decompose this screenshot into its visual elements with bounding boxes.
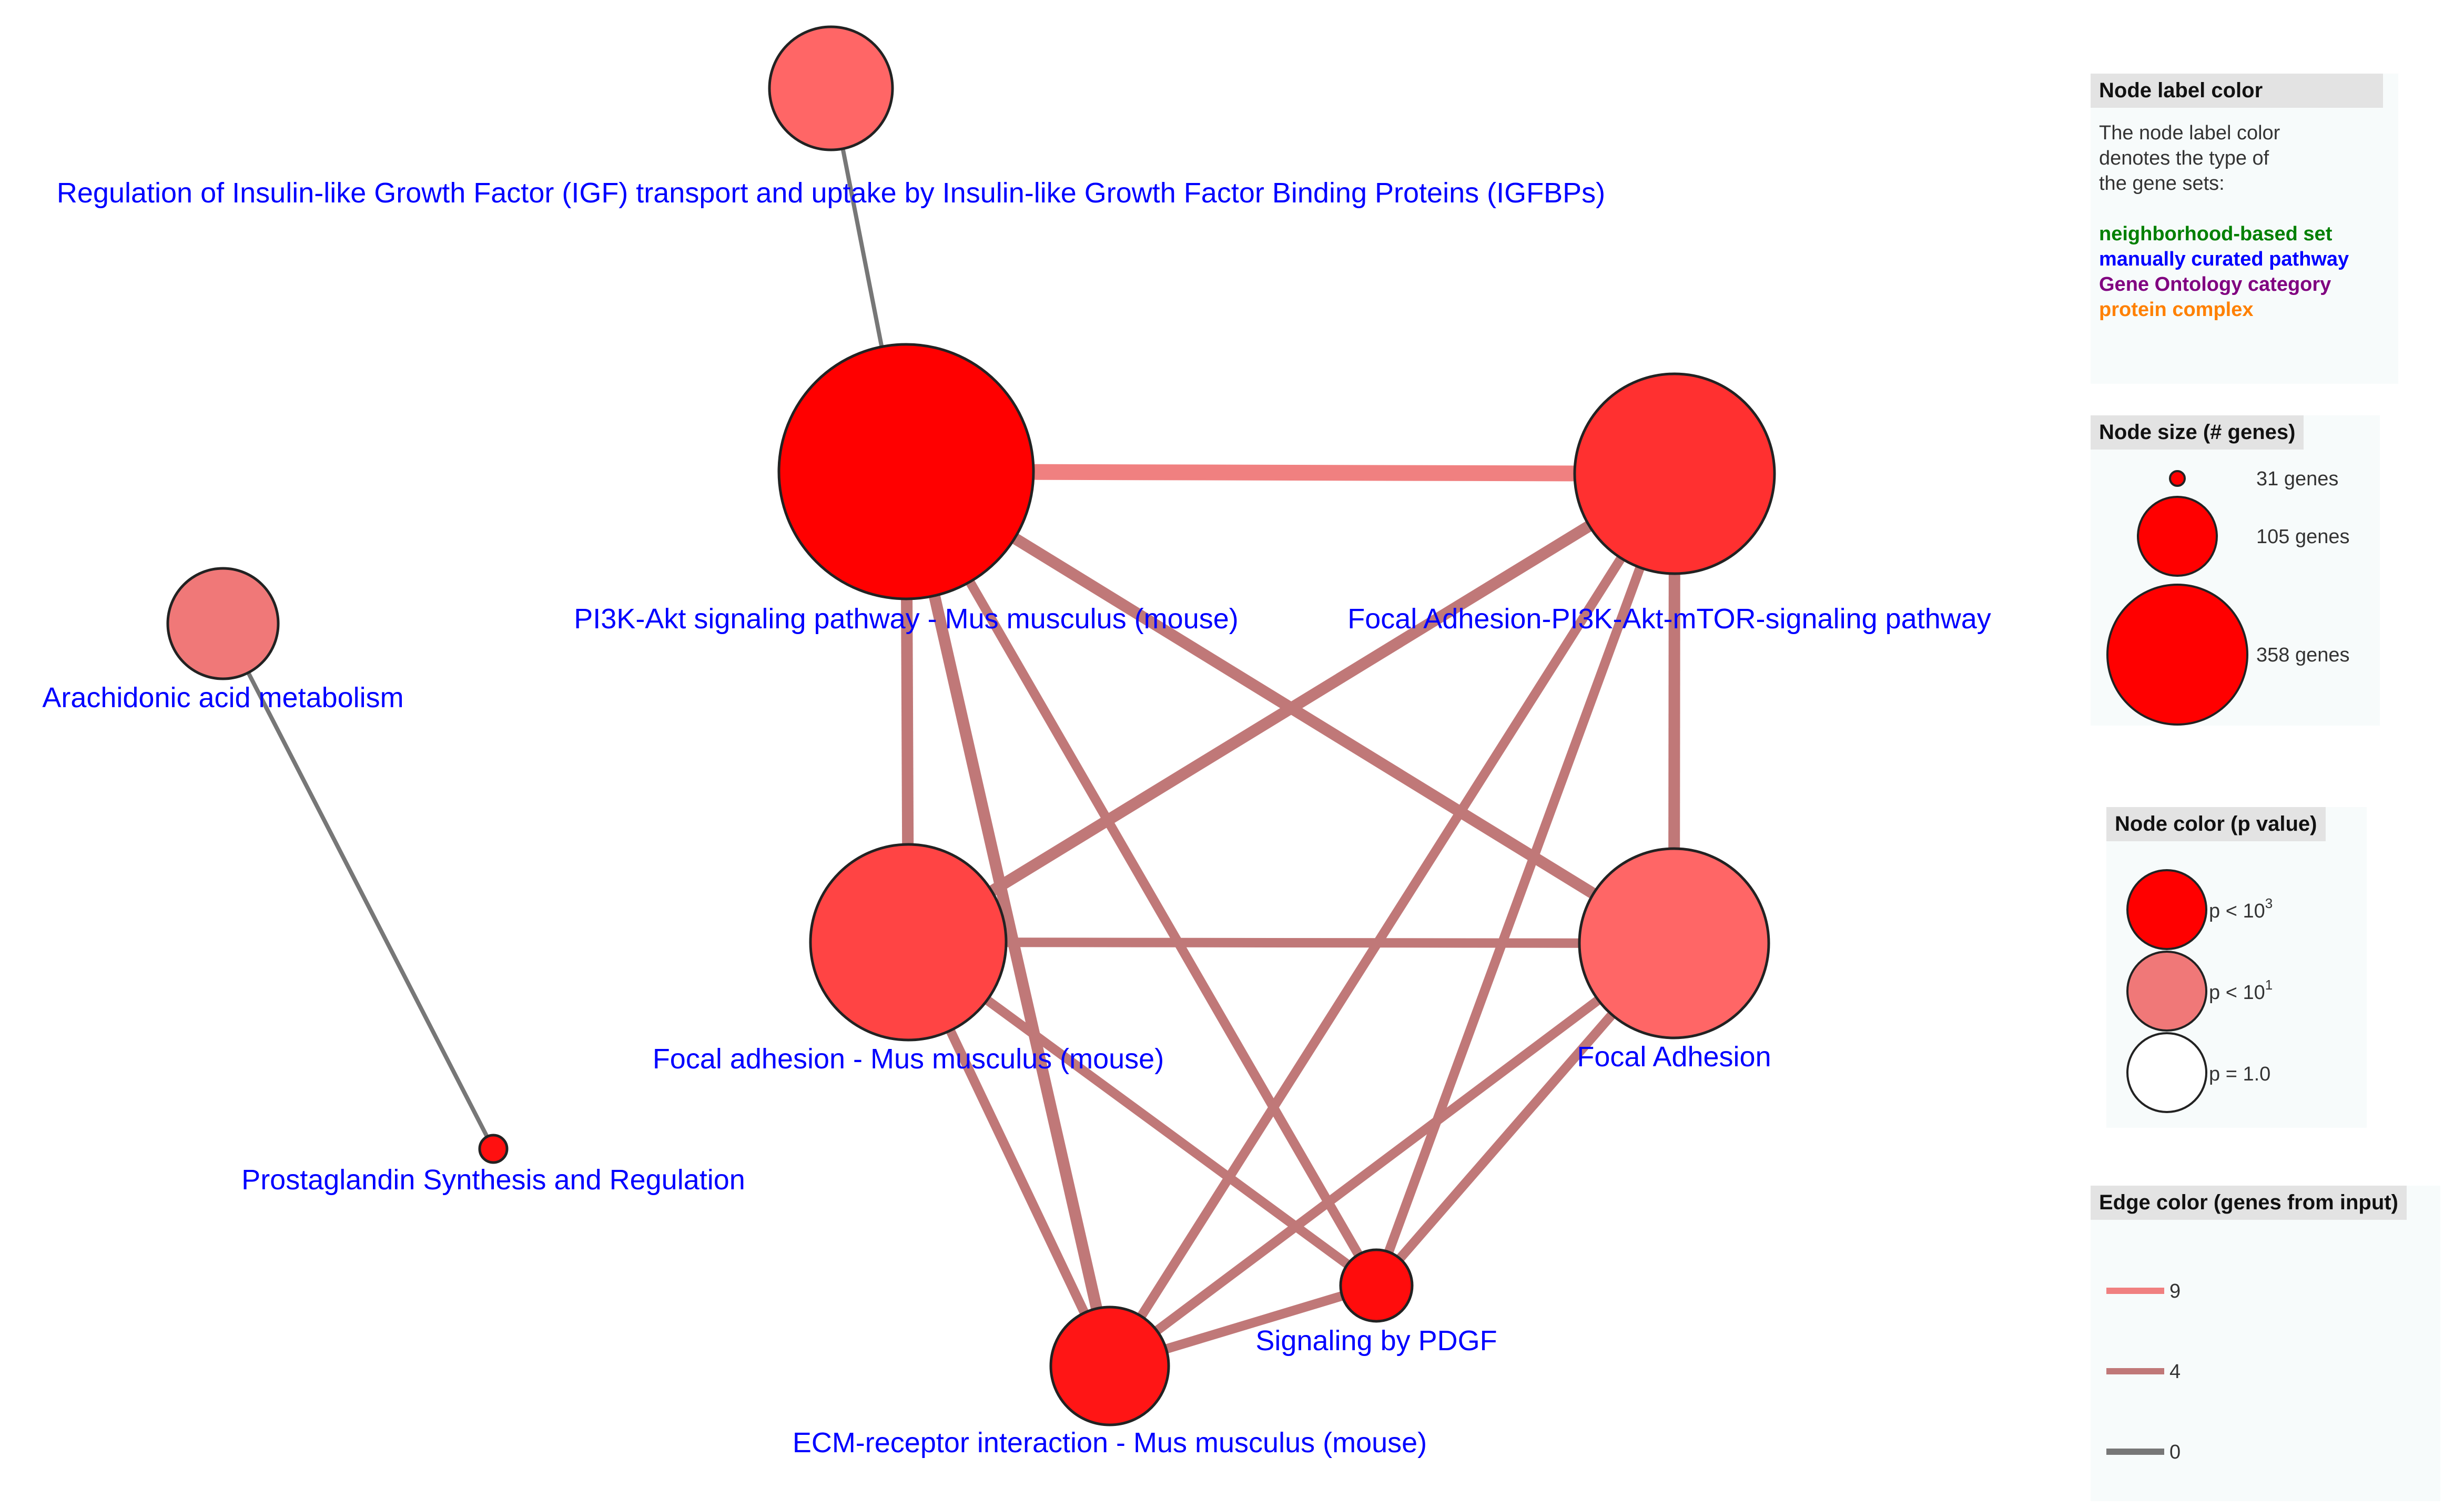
edge-arach-prosta (221, 623, 495, 1150)
legend-size-circle-large (2106, 584, 2248, 726)
legend-node-size-title: Node size (# genes) (2091, 415, 2304, 450)
legend-edge-label-low: 0 (2169, 1441, 2181, 1463)
node-igfbp[interactable] (768, 25, 894, 151)
legend-edge-color: Edge color (genes from input) 9 4 0 (2091, 1186, 2440, 1501)
node-label-ecm: ECM-receptor interaction - Mus musculus … (793, 1427, 1427, 1459)
node-fa_mouse[interactable] (809, 843, 1008, 1042)
legend-color-label-mid: p < 101 (2209, 977, 2273, 1004)
label-layer: Regulation of Insulin-like Growth Factor… (42, 177, 1991, 1459)
node-pi3k[interactable] (777, 343, 1035, 600)
node-label-fa_pi3k: Focal Adhesion-PI3K-Akt-mTOR-signaling p… (1347, 603, 1991, 635)
legend-label-color: Node label color The node label color de… (2091, 74, 2398, 384)
edge-pi3k-ecm (900, 470, 1116, 1368)
edge-fa-ecm (1107, 939, 1677, 1370)
node-label-fa: Focal Adhesion (1577, 1041, 1771, 1073)
edge-pi3k-pdgf (902, 469, 1381, 1288)
legend-label-color-title: Node label color (2091, 74, 2383, 108)
legend-node-color: Node color (p value) p < 103 p < 101 p =… (2106, 807, 2367, 1128)
node-label-prosta: Prostaglandin Synthesis and Regulation (241, 1164, 745, 1196)
legend-size-label-medium: 105 genes (2256, 526, 2350, 548)
node-layer (166, 25, 1776, 1426)
node-fa[interactable] (1578, 847, 1770, 1039)
legend-type-neighborhood: neighborhood-based set (2099, 223, 2333, 245)
node-label-fa_mouse: Focal adhesion - Mus musculus (mouse) (653, 1043, 1164, 1075)
node-label-pdgf: Signaling by PDGF (1255, 1325, 1497, 1357)
legend-size-circle-small (2169, 470, 2186, 487)
legend-edge-color-title: Edge color (genes from input) (2091, 1186, 2407, 1220)
legend-type-complex: protein complex (2099, 299, 2254, 321)
legend-type-curated: manually curated pathway (2099, 248, 2349, 270)
edge-fa_pi3k-fa_mouse (905, 468, 1678, 947)
edge-fa_pi3k-ecm (1106, 471, 1679, 1369)
legend-color-circle-high (2126, 869, 2207, 950)
legend-node-color-title: Node color (p value) (2106, 807, 2326, 841)
legend-color-label-low: p = 1.0 (2209, 1063, 2270, 1085)
legend-size-label-large: 358 genes (2256, 644, 2350, 666)
legend-node-size: Node size (# genes) 31 genes 105 genes 3… (2091, 415, 2380, 726)
node-arach[interactable] (166, 567, 280, 680)
legend-size-label-small: 31 genes (2256, 468, 2338, 490)
legend-type-go: Gene Ontology category (2099, 273, 2331, 295)
legend-edge-label-high: 9 (2169, 1280, 2181, 1302)
node-label-arach: Arachidonic acid metabolism (42, 682, 403, 713)
legend-label-color-description: The node label color denotes the type of… (2099, 122, 2280, 195)
legend-color-label-high: p < 103 (2209, 895, 2273, 922)
edge-fa_pi3k-pdgf (1372, 472, 1679, 1288)
node-prosta[interactable] (478, 1134, 509, 1164)
node-fa_pi3k[interactable] (1573, 372, 1776, 575)
edge-fa_mouse-fa (908, 937, 1675, 948)
node-label-igfbp: Regulation of Insulin-like Growth Factor… (57, 177, 1605, 209)
node-pdgf[interactable] (1339, 1248, 1414, 1323)
legend-color-circle-mid (2126, 951, 2207, 1032)
node-ecm[interactable] (1049, 1306, 1170, 1426)
node-label-pi3k: PI3K-Akt signaling pathway - Mus musculu… (574, 603, 1239, 635)
legend-size-circle-medium (2137, 496, 2218, 577)
legend-edge-label-mid: 4 (2169, 1361, 2181, 1383)
legend-color-circle-low (2126, 1032, 2207, 1113)
